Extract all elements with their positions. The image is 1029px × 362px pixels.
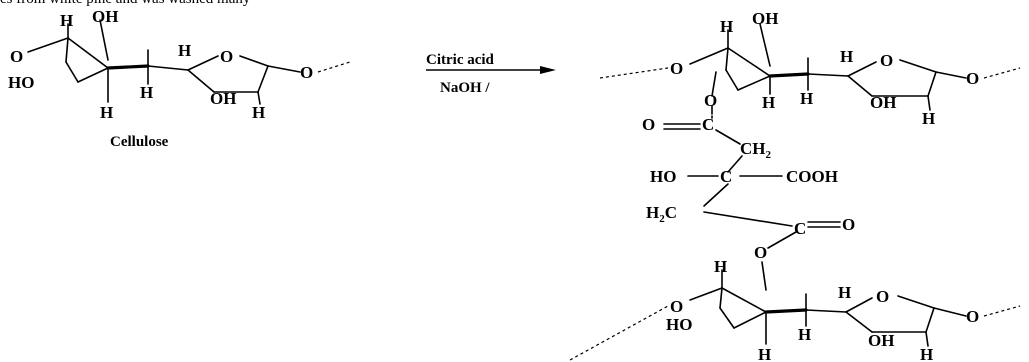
atom-o-carbonyl: O: [642, 115, 655, 134]
atom-h: H: [798, 325, 811, 344]
atom-ho: HO: [8, 73, 34, 92]
atom-h: H: [720, 17, 733, 36]
atom-c-carbonyl: C: [702, 115, 714, 134]
atom-o-ring: O: [876, 287, 889, 306]
atom-oh: OH: [752, 9, 778, 28]
atom-oh: OH: [210, 89, 236, 108]
atom-h: H: [840, 47, 853, 66]
atom-h: H: [140, 83, 153, 102]
atom-h: H: [800, 89, 813, 108]
atom-o-link: O: [966, 307, 979, 326]
citrate-crosslink: O C CH2 HO C COOH H2C C O O: [642, 115, 855, 262]
atom-cooh: COOH: [786, 167, 838, 186]
atom-ho: HO: [666, 315, 692, 334]
atom-o: O: [10, 47, 23, 66]
reagent-citric-acid: Citric acid: [426, 52, 495, 68]
reaction-arrow: Citric acid NaOH /: [426, 52, 556, 96]
atom-ho: HO: [650, 167, 676, 186]
atom-h: H: [920, 345, 933, 362]
cellulose-structure: H OH O H O HO H OH O H H Cellulose: [8, 7, 351, 150]
atom-o-ester: O: [704, 91, 717, 110]
atom-h: H: [762, 93, 775, 112]
product-top-glucose-unit: H OH O H O O H H OH O H: [599, 9, 1021, 128]
atom-o-link: O: [966, 69, 979, 88]
atom-h: H: [100, 103, 113, 122]
atom-oh: OH: [92, 7, 118, 26]
atom-o-ester: O: [754, 243, 767, 262]
atom-o-ring: O: [220, 47, 233, 66]
atom-ch2: CH2: [740, 139, 772, 161]
atom-c-central: C: [720, 167, 732, 186]
atom-h: H: [714, 257, 727, 276]
top-text-snippet: es from white pine and was washed many: [0, 0, 250, 8]
cellulose-label: Cellulose: [110, 134, 169, 150]
atom-oh: OH: [868, 331, 894, 350]
atom-o: O: [670, 297, 683, 316]
atom-o-ring: O: [880, 51, 893, 70]
product-bottom-glucose-unit: H H O O HO H OH O H H: [569, 257, 1021, 362]
atom-h: H: [60, 11, 73, 30]
atom-o: O: [670, 59, 683, 78]
atom-h: H: [252, 103, 265, 122]
atom-oh: OH: [870, 93, 896, 112]
atom-h: H: [922, 109, 935, 128]
atom-h: H: [838, 283, 851, 302]
atom-o-carbonyl: O: [842, 215, 855, 234]
atom-c-carbonyl: C: [794, 219, 806, 238]
atom-o-link: O: [300, 63, 313, 82]
reagent-naoh: NaOH /: [440, 80, 490, 96]
atom-h: H: [758, 345, 771, 362]
atom-h2c: H2C: [646, 203, 677, 225]
atom-h: H: [178, 41, 191, 60]
